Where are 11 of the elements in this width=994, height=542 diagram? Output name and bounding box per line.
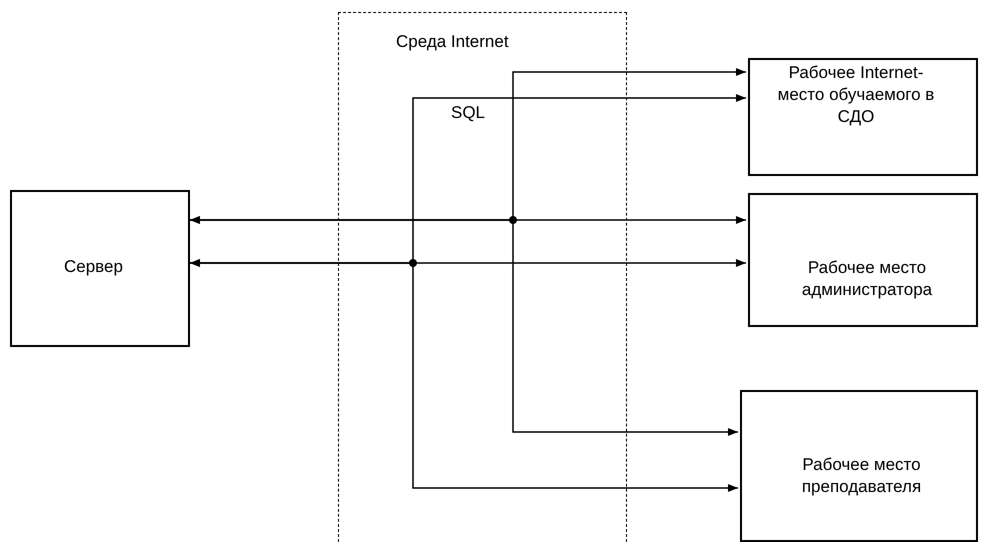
process-box (10, 190, 190, 347)
connector-arrow (190, 216, 738, 436)
box-label: Рабочее Internet-место обучаемого в СДО (776, 62, 936, 128)
process-box (748, 193, 978, 327)
region-label: Среда Internet (396, 31, 509, 53)
process-box (748, 58, 978, 176)
box-label: Рабочее место администратора (800, 257, 934, 301)
process-box (740, 390, 978, 542)
connector-arrow (190, 259, 738, 492)
box-label: Сервер (64, 256, 123, 278)
box-label: Рабочее место преподавателя (800, 454, 922, 498)
